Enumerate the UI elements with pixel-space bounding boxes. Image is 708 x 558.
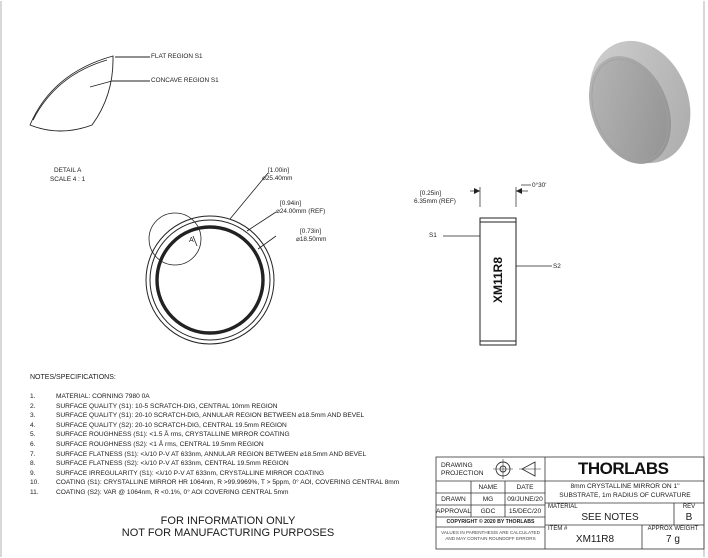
note-number: 8. xyxy=(30,460,36,468)
detail-marker: A xyxy=(189,237,194,244)
dim-thickness-mm: 6.35mm (REF) xyxy=(414,198,456,205)
date-header: DATE xyxy=(516,484,534,491)
note-item: 10. COATING (S1): CRYSTALLINE MIRROR HR 1… xyxy=(30,478,399,488)
dim-inner-mm: ⌀18.50mm xyxy=(296,236,327,243)
material-label: MATERIAL xyxy=(548,504,578,510)
note-item: 2. SURFACE QUALITY (S1): 10-5 SCRATCH-DIG… xyxy=(30,402,399,412)
weight-value: 7 g xyxy=(666,534,680,545)
tolerance-note: VALUES IN PARENTHESIS ARE CALCULATED AND… xyxy=(436,530,545,542)
concave-region-label: CONCAVE REGION S1 xyxy=(151,77,219,84)
material-value: SEE NOTES xyxy=(581,512,639,523)
name-header: NAME xyxy=(478,484,498,491)
note-text: SURFACE ROUGHNESS (S1): <1.5 Å rms, CRYS… xyxy=(56,431,290,439)
weight-label: APPROX WEIGHT xyxy=(647,526,699,532)
drawn-label: DRAWN xyxy=(441,496,466,503)
mirror-3d-render xyxy=(588,40,691,164)
drawn-date: 09/JUNE/20 xyxy=(507,496,543,503)
note-number: 11. xyxy=(30,488,39,496)
projection-symbol xyxy=(493,459,541,479)
approval-name: GDC xyxy=(480,508,496,515)
thorlabs-logo: THORLABS xyxy=(578,459,669,478)
copyright: COPYRIGHT © 2020 BY THORLABS xyxy=(446,519,535,525)
note-text: SURFACE FLATNESS (S2): <λ/10 P-V AT 633n… xyxy=(56,460,289,468)
note-item: 9. SURFACE IRREGULARITY (S1): <λ/10 P-V A… xyxy=(30,469,399,479)
surface-s2-label: S2 xyxy=(553,263,561,270)
note-text: SURFACE QUALITY (S2): 20-10 SCRATCH-DIG,… xyxy=(56,421,287,429)
detail-scale-label: SCALE 4 : 1 xyxy=(50,176,86,183)
dim-outer-mm: ⌀25.40mm xyxy=(262,175,293,182)
note-item: 7. SURFACE FLATNESS (S1): <λ/10 P-V AT 63… xyxy=(30,450,399,460)
note-item: 8. SURFACE FLATNESS (S2): <λ/10 P-V AT 63… xyxy=(30,459,399,469)
title-block-grid xyxy=(435,456,705,550)
detail-a-label: DETAIL A xyxy=(54,167,82,174)
note-number: 10. xyxy=(30,479,40,487)
part-description-line1: 8mm CRYSTALLINE MIRROR ON 1" xyxy=(570,483,680,490)
side-view xyxy=(443,184,552,346)
note-text: SURFACE QUALITY (S1): 10-5 SCRATCH-DIG, … xyxy=(56,402,278,410)
note-item: 4. SURFACE QUALITY (S2): 20-10 SCRATCH-DI… xyxy=(30,421,399,431)
dim-ref-in: [0.94in] xyxy=(280,200,301,207)
note-number: 9. xyxy=(30,469,36,477)
dim-inner-in: [0.73in] xyxy=(300,228,321,235)
note-item: 6. SURFACE ROUGHNESS (S2): <1 Å rms, CENT… xyxy=(30,440,399,450)
note-number: 4. xyxy=(30,421,36,429)
disclaimer: FOR INFORMATION ONLY NOT FOR MANUFACTURI… xyxy=(108,515,348,539)
note-text: SURFACE IRREGULARITY (S1): <λ/10 P-V AT … xyxy=(56,469,325,477)
notes-list: 1. MATERIAL: CORNING 7980 0A 2. SURFACE QUA… xyxy=(30,392,399,498)
drawn-name: MG xyxy=(482,496,494,503)
item-value: XM11R8 xyxy=(575,534,615,545)
disclaimer-line1: FOR INFORMATION ONLY xyxy=(160,515,296,527)
note-number: 5. xyxy=(30,431,36,439)
part-description: 8mm CRYSTALLINE MIRROR ON 1" SUBSTRATE, … xyxy=(546,483,704,500)
note-text: COATING (S2): VAR @ 1064nm, R <0.1%, 0° … xyxy=(56,488,289,496)
note-text: SURFACE FLATNESS (S1): <λ/10 P-V AT 633n… xyxy=(56,450,367,458)
rev-value: B xyxy=(685,512,693,523)
detail-a-view xyxy=(29,55,150,132)
note-number: 1. xyxy=(30,393,36,400)
approval-label: APPROVAL xyxy=(436,508,472,515)
note-text: SURFACE ROUGHNESS (S2): <1 Å rms, CENTRA… xyxy=(56,440,264,448)
note-number: 7. xyxy=(30,450,36,458)
note-item: 1. MATERIAL: CORNING 7980 0A xyxy=(30,392,399,402)
projection-label: DRAWING PROJECTION xyxy=(441,462,484,478)
projection-label-line2: PROJECTION xyxy=(441,470,484,477)
tolerance-note-line1: VALUES IN PARENTHESIS ARE CALCULATED xyxy=(441,530,540,535)
wedge-angle: 0°30' xyxy=(532,182,547,189)
tolerance-note-line2: AND MAY CONTAIN ROUNDOFF ERRORS xyxy=(445,536,536,541)
part-engraving: XM11R8 xyxy=(491,256,505,303)
approval-date: 15/DEC/20 xyxy=(508,508,542,515)
item-label: ITEM # xyxy=(548,526,568,532)
dim-outer-in: [1.00in] xyxy=(268,167,289,174)
note-number: 2. xyxy=(30,402,36,410)
dim-thickness-in: [0.25in] xyxy=(420,190,441,197)
disclaimer-line2: NOT FOR MANUFACTURING PURPOSES xyxy=(121,527,335,539)
part-description-line2: SUBSTRATE, 1m RADIUS OF CURVATURE xyxy=(559,491,691,499)
flat-region-label: FLAT REGION S1 xyxy=(151,53,203,60)
note-number: 6. xyxy=(30,440,36,448)
note-text: COATING (S1): CRYSTALLINE MIRROR HR 1064… xyxy=(56,479,400,487)
note-item: 3. SURFACE QUALITY (S1): 20-10 SCRATCH-DI… xyxy=(30,411,399,421)
note-text: SURFACE QUALITY (S1): 20-10 SCRATCH-DIG,… xyxy=(56,412,365,420)
front-view xyxy=(145,172,277,345)
notes-title: NOTES/SPECIFICATIONS: xyxy=(30,374,116,381)
note-item: 11. COATING (S2): VAR @ 1064nm, R <0.1%, … xyxy=(30,488,399,498)
surface-s1-label: S1 xyxy=(429,232,437,239)
rev-label: REV xyxy=(682,504,696,510)
note-number: 3. xyxy=(30,412,36,420)
note-item: 5. SURFACE ROUGHNESS (S1): <1.5 Å rms, CR… xyxy=(30,430,399,440)
note-text: MATERIAL: CORNING 7980 0A xyxy=(56,393,150,400)
dim-ref-mm: ⌀24.00mm (REF) xyxy=(276,208,326,215)
projection-label-line1: DRAWING xyxy=(441,462,473,469)
